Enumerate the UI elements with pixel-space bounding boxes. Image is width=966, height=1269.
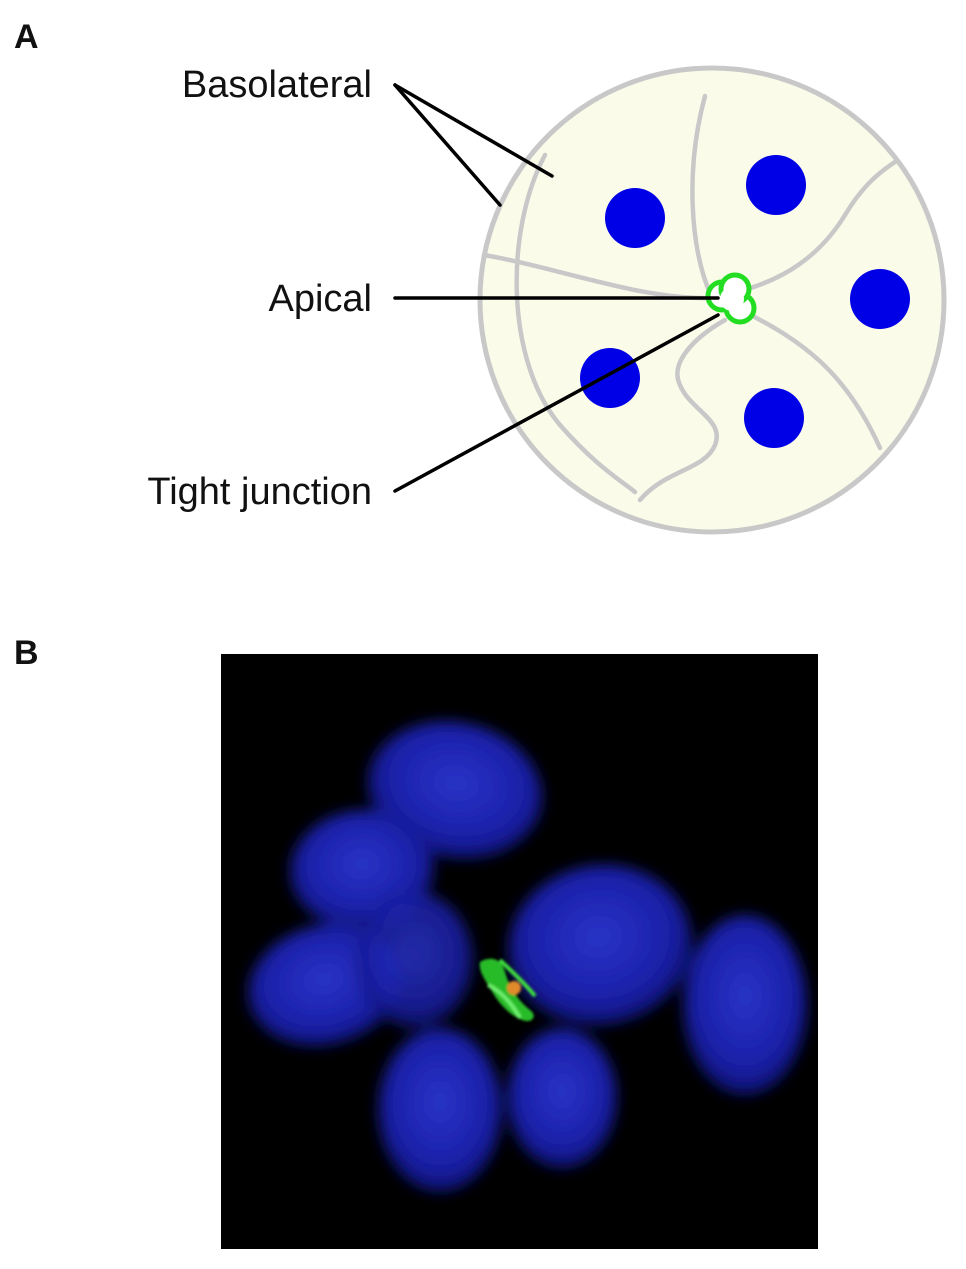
stained-nucleus <box>507 1028 617 1168</box>
junction-stain-strand <box>487 983 522 1019</box>
apical-marker-stain <box>507 981 521 995</box>
apical-label: Apical <box>269 278 373 320</box>
stained-nucleus <box>357 892 473 1028</box>
panel-a: A <box>14 18 947 535</box>
basolateral-callout-line <box>393 83 554 178</box>
panel-b: B <box>14 634 818 1249</box>
fluorescence-micrograph <box>221 654 818 1249</box>
cell-boundary <box>690 93 715 301</box>
nucleus <box>580 348 640 408</box>
basolateral-label: Basolateral <box>182 64 372 106</box>
basolateral-callout-line <box>393 83 502 207</box>
stained-nucleus <box>378 1028 502 1192</box>
cell-boundary <box>514 152 638 495</box>
tight-junction-callout-line <box>393 313 720 493</box>
callout-lines <box>393 83 720 493</box>
cell-boundary <box>742 309 883 451</box>
nucleus <box>850 269 910 329</box>
stained-nucleus <box>683 915 807 1095</box>
nuclei <box>580 155 910 448</box>
cyst-diagram <box>477 65 947 535</box>
nucleus <box>746 155 806 215</box>
nucleus <box>605 188 665 248</box>
stained-nucleus <box>367 721 543 859</box>
apical-lumen <box>705 272 757 325</box>
apical-lumen-center <box>720 287 744 311</box>
cell-boundary <box>637 317 728 503</box>
panel-a-letter: A <box>14 18 39 56</box>
micrograph-nuclei <box>248 721 807 1192</box>
nucleus <box>744 388 804 448</box>
panel-b-letter: B <box>14 634 39 672</box>
tight-junction-label: Tight junction <box>147 471 372 513</box>
junction-stain-strand <box>498 958 537 998</box>
micrograph-tight-junction <box>479 958 537 1022</box>
junction-stain <box>479 958 534 1022</box>
stained-nucleus <box>508 864 692 1026</box>
